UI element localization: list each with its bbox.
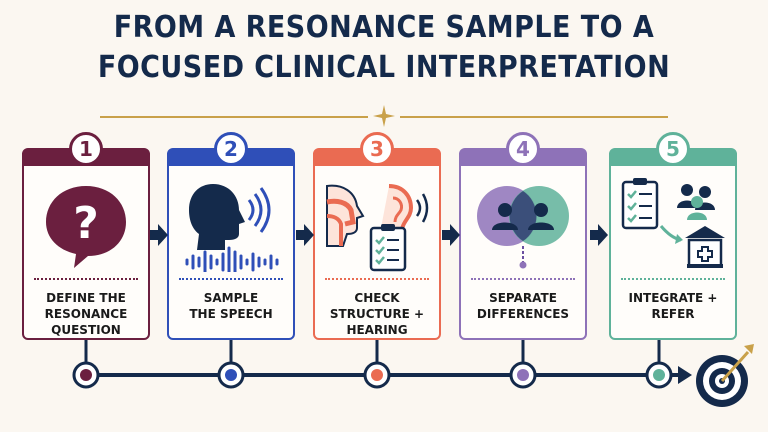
step-label: INTEGRATE + REFER	[628, 291, 718, 321]
page-title: FROM A RESONANCE SAMPLE TO A FOCUSED CLI…	[38, 8, 729, 88]
question-bubble-icon: ?	[46, 186, 126, 268]
dotted-separator	[34, 278, 138, 280]
sparkle-star-icon	[373, 105, 395, 127]
step-card-2: 2 SAMPLE THE SPEECH	[167, 132, 295, 340]
timeline-node-2	[217, 340, 245, 389]
step-label: SEPARATE DIFFERENCES	[476, 291, 570, 321]
target-bullseye-icon	[696, 344, 754, 407]
step-label: SAMPLE THE SPEECH	[189, 291, 273, 321]
step-label: DEFINE THE RESONANCE QUESTION	[44, 291, 128, 337]
flow-arrow-icon	[442, 224, 460, 246]
step-number-badge: 5	[656, 132, 690, 166]
speaking-head-waveform-icon	[185, 184, 279, 272]
timeline-node-4	[509, 340, 537, 389]
overlapping-people-venn-icon	[477, 186, 569, 269]
step-number-badge: 4	[506, 132, 540, 166]
flow-arrow-icon	[150, 224, 168, 246]
dotted-separator	[621, 278, 725, 280]
anatomy-ear-checklist-icon	[326, 184, 429, 272]
step-number-badge: 3	[360, 132, 394, 166]
step-label: CHECK STRUCTURE + HEARING	[329, 291, 425, 337]
dotted-separator	[179, 278, 283, 280]
timeline-arrowhead-icon	[678, 366, 692, 384]
title-line-2: FOCUSED CLINICAL INTERPRETATION	[97, 50, 671, 85]
svg-text:?: ?	[73, 198, 99, 249]
flow-arrow-icon	[296, 224, 314, 246]
step-number-badge: 1	[69, 132, 103, 166]
timeline-node-3	[363, 340, 391, 389]
progress-timeline	[72, 340, 754, 407]
title-divider-left	[100, 116, 368, 118]
dotted-separator	[325, 278, 429, 280]
title-divider-right	[400, 116, 668, 118]
step-card-4: 4 SEPARATE DIFFERENCES	[459, 132, 587, 340]
title-line-1: FROM A RESONANCE SAMPLE TO A	[113, 10, 655, 45]
checklist-clinic-referral-icon	[621, 178, 725, 268]
dotted-separator	[471, 278, 575, 280]
timeline-node-1	[72, 340, 100, 389]
step-card-5: 5 INTEGRATE + REFER	[609, 132, 737, 340]
step-card-3: 3 CHECK STRUCTURE + HEARING	[313, 132, 441, 340]
step-card-1: 1 ? DEFINE THE RESONANCE QUESTION	[22, 132, 150, 340]
step-number-badge: 2	[214, 132, 248, 166]
timeline-node-5	[645, 340, 673, 389]
flow-arrow-icon	[590, 224, 608, 246]
